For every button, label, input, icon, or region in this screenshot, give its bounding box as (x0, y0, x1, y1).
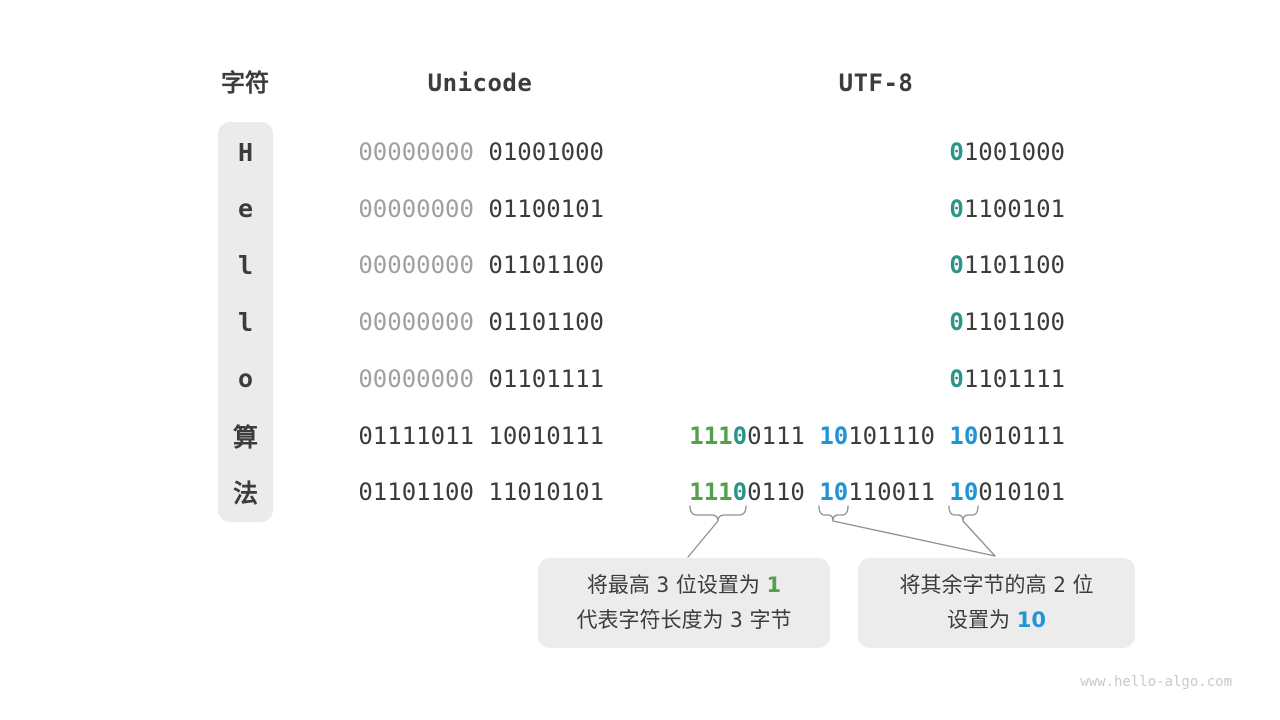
bits-segment: 0 (949, 364, 964, 393)
bits-segment: 1100101 (963, 194, 1065, 223)
column-header-character: 字符 (221, 69, 269, 97)
bits-segment: 00000000 (358, 194, 474, 223)
bits-segment: 代表字符长度为 (576, 608, 731, 632)
column-header-utf8: UTF-8 (838, 69, 914, 97)
unicode-cell: 01101100 11010101 (358, 464, 604, 521)
watermark: www.hello-algo.com (1080, 674, 1232, 690)
bits-segment: 1101100 (963, 308, 1065, 337)
unicode-cell: 00000000 01101100 (358, 237, 604, 294)
char-cell: H (237, 137, 254, 167)
bits-segment: 10 (1016, 608, 1046, 632)
unicode-cell: 01111011 10010111 (358, 407, 604, 464)
bits-segment: 1101111 (963, 364, 1065, 393)
bits-segment: 0 (732, 421, 748, 450)
bits-segment: 0 (949, 308, 964, 337)
bits-segment: 111 (689, 478, 733, 507)
char-cell: o (237, 364, 254, 394)
connector-line-left (687, 520, 719, 558)
char-cell: e (237, 194, 254, 224)
bits-segment: 0110 (747, 478, 820, 507)
bits-segment: 3 (730, 608, 743, 632)
bits-segment: 00000000 (358, 308, 474, 337)
bits-segment: 10 (949, 421, 979, 450)
char-cell: 算 (232, 422, 258, 452)
bits-segment: 01001000 (473, 138, 604, 166)
callout-continuation-bits-line1: 将其余字节的高 2 位 (899, 568, 1093, 603)
bits-segment: 00000000 (358, 138, 474, 166)
bits-segment: 2 (1053, 573, 1066, 597)
callout-high-bits-line1: 将最高 3 位设置为 1 (587, 568, 781, 603)
char-cell: 法 (232, 479, 258, 509)
connector-line-right (962, 520, 996, 557)
bits-segment: 10 (819, 478, 849, 507)
bits-segment: 01101100 11010101 (358, 478, 604, 507)
bits-segment: 01101100 (473, 308, 604, 337)
bits-segment: 将最高 (586, 573, 657, 597)
bits-segment: 010101 (978, 478, 1065, 507)
bits-segment: 010111 (978, 421, 1065, 450)
unicode-cell: 00000000 01101100 (358, 294, 604, 351)
bits-segment: 0 (732, 478, 748, 507)
bits-segment: 0111 (747, 421, 820, 450)
bits-segment: 10 (949, 478, 979, 507)
bits-segment: 设置为 (947, 608, 1017, 632)
bits-segment: 0 (949, 194, 964, 223)
bits-segment: 1 (766, 573, 782, 597)
bits-segment: 101110 (848, 421, 950, 450)
bits-segment: 01100101 (473, 194, 604, 223)
unicode-cell: 00000000 01001000 (358, 124, 604, 181)
char-cell: l (237, 307, 254, 337)
bits-segment: 111 (689, 421, 733, 450)
bits-segment: 3 (656, 573, 670, 597)
callout-high-bits: 将最高 3 位设置为 1 代表字符长度为 3 字节 (538, 558, 830, 648)
bits-segment: 0 (949, 251, 964, 280)
bits-segment: 01101100 (473, 251, 604, 280)
char-cell: l (237, 250, 254, 280)
bits-segment: 字节 (742, 608, 792, 632)
character-column-background (218, 122, 273, 522)
connector-line-mid (832, 520, 996, 557)
bits-segment: 1101100 (963, 251, 1065, 280)
bits-segment: 01101111 (473, 364, 604, 393)
bits-segment: 10 (819, 421, 849, 450)
bits-segment: 110011 (848, 478, 950, 507)
column-header-unicode: Unicode (427, 69, 533, 97)
callout-continuation-bits: 将其余字节的高 2 位 设置为 10 (858, 558, 1135, 648)
callout-high-bits-line2: 代表字符长度为 3 字节 (576, 603, 791, 638)
bits-segment: 01111011 10010111 (358, 421, 604, 450)
bits-segment: 00000000 (358, 251, 474, 280)
unicode-cell: 00000000 01100101 (358, 180, 604, 237)
bits-segment: 0 (949, 138, 964, 166)
bits-segment: 位设置为 (669, 573, 767, 597)
bits-segment: 00000000 (358, 364, 474, 393)
bits-segment: 位 (1065, 573, 1094, 597)
bits-segment: 1001000 (963, 138, 1065, 166)
unicode-cell: 00000000 01101111 (358, 350, 604, 407)
callout-continuation-bits-line2: 设置为 10 (947, 603, 1046, 638)
bits-segment: 将其余字节的高 (899, 573, 1054, 597)
